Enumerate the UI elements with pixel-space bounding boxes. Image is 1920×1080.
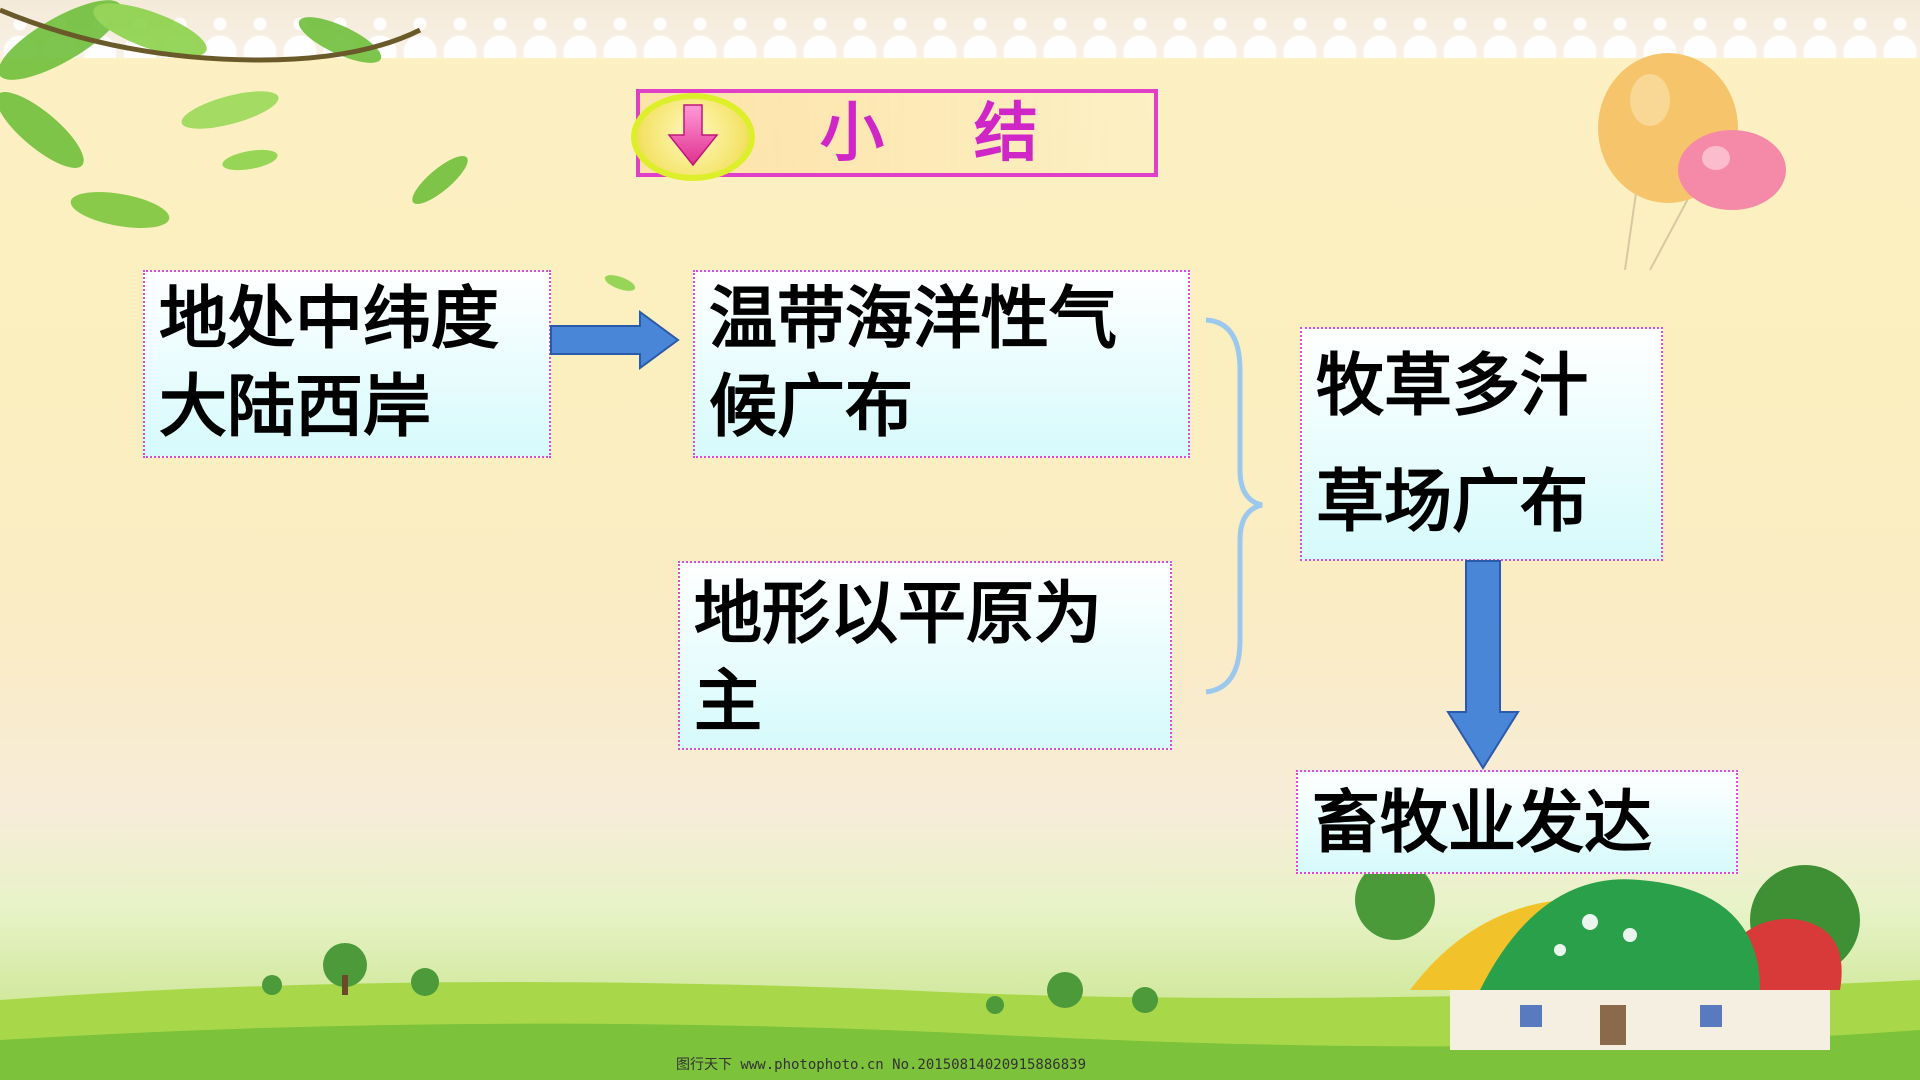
box-terrain-line-2: 主	[694, 663, 763, 742]
box-terrain: 地形以平原为 主	[678, 561, 1172, 750]
right-arrow-icon	[550, 310, 680, 370]
box-climate: 温带海洋性气 候广布	[693, 270, 1190, 458]
box-climate-line-1: 温带海洋性气	[709, 280, 1118, 359]
watermark: 图行天下 www.photophoto.cn No.20150814020915…	[676, 1057, 1087, 1073]
lace-border	[0, 0, 1920, 58]
page-title: 小结	[820, 97, 1128, 171]
box-result-line-1: 畜牧业发达	[1312, 784, 1653, 863]
houses-decoration	[1355, 860, 1860, 1050]
box-result: 畜牧业发达	[1296, 770, 1738, 874]
box-latitude: 地处中纬度 大陆西岸	[143, 270, 551, 458]
box-terrain-line-1: 地形以平原为	[694, 575, 1103, 654]
pink-down-arrow-icon	[667, 104, 719, 167]
down-arrow-icon	[1446, 560, 1520, 770]
box-grass-line-1: 牧草多汁	[1316, 347, 1589, 426]
box-climate-line-2: 候广布	[709, 368, 914, 447]
box-latitude-line-1: 地处中纬度	[159, 280, 500, 359]
box-grass-line-2: 草场广布	[1316, 463, 1589, 542]
curly-bracket-icon	[1205, 317, 1263, 695]
box-latitude-line-2: 大陆西岸	[159, 368, 432, 447]
box-grass: 牧草多汁 草场广布	[1300, 327, 1663, 561]
title-badge	[631, 93, 755, 181]
balloons-decoration	[1598, 53, 1786, 271]
